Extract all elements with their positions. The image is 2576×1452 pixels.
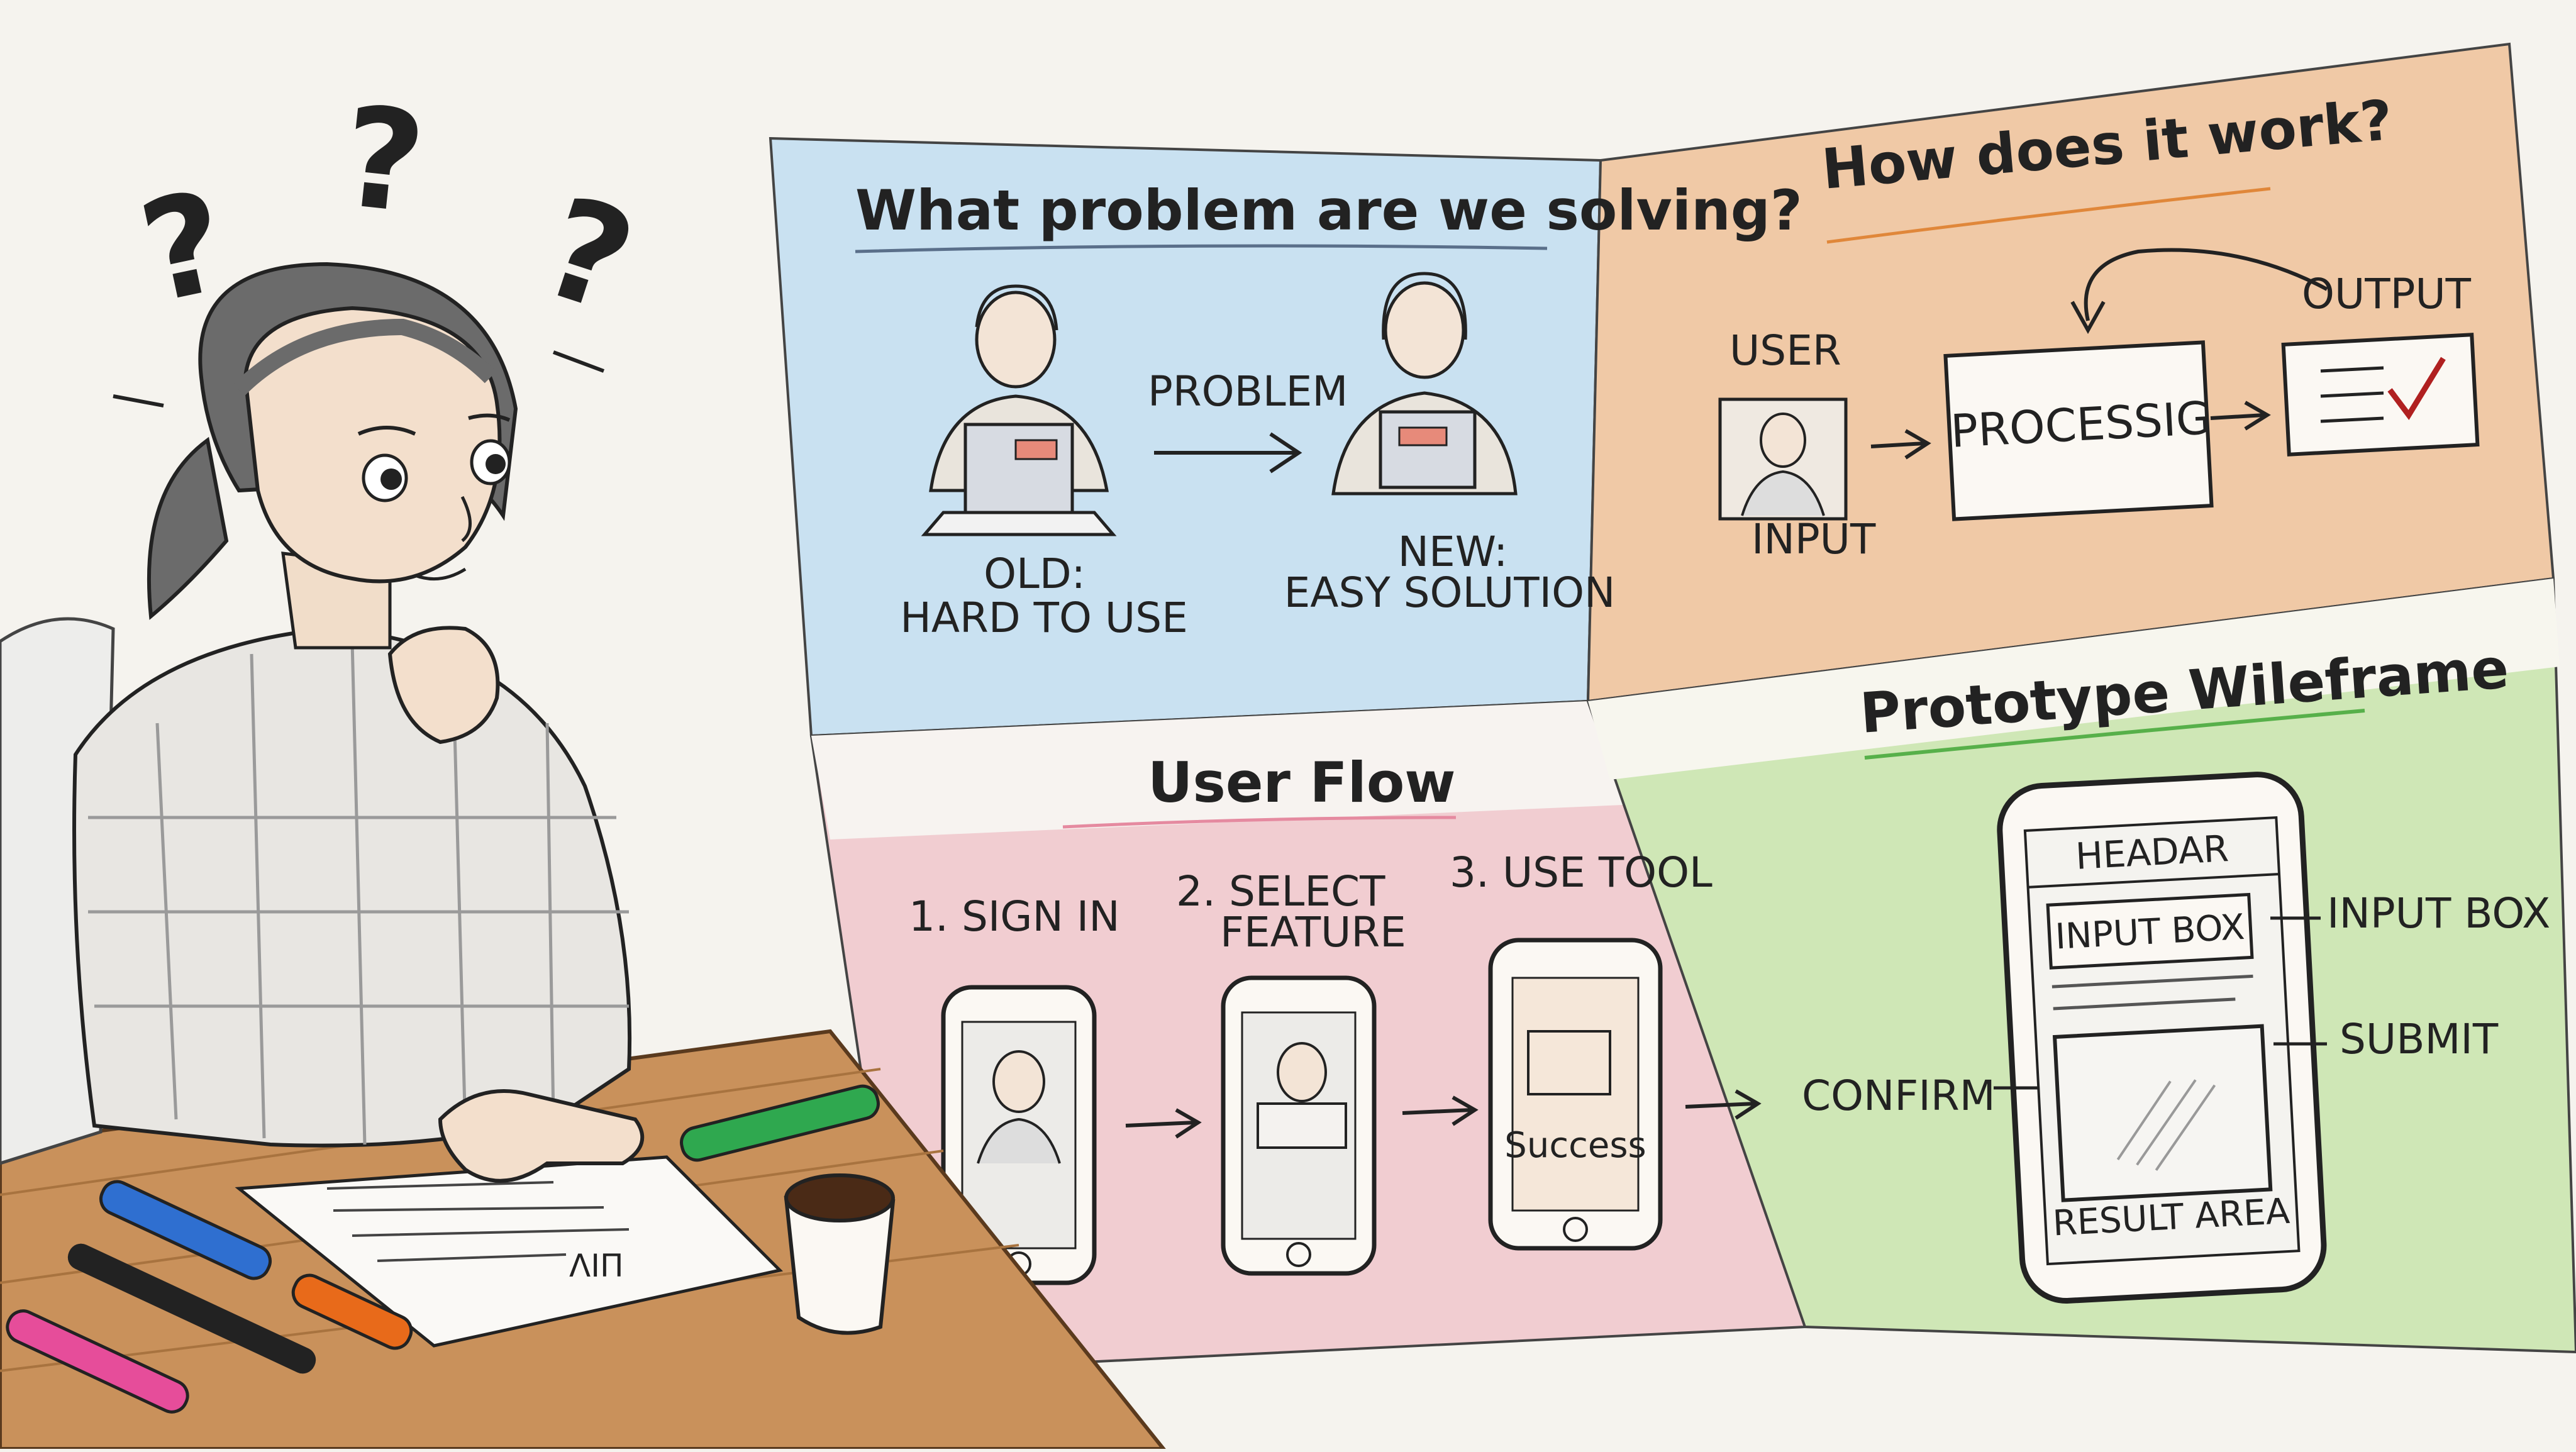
success-label: Success xyxy=(1504,1125,1646,1166)
orange-marker xyxy=(291,1273,413,1350)
flow-step-1-label: 1. SIGN IN xyxy=(909,892,1120,941)
input-to-processing-arrow xyxy=(1870,429,1931,460)
input-label: INPUT xyxy=(1752,515,1876,563)
old-laptop xyxy=(963,423,1074,514)
flow-title-underline xyxy=(1062,816,1457,829)
pointing-hand xyxy=(438,1089,645,1183)
flow-phone-2 xyxy=(1221,975,1377,1276)
flow-step-2-label-line2: FEATURE xyxy=(1220,908,1406,956)
new-label-line2: EASY SOLUTION xyxy=(1284,568,1616,617)
wireframe-header-label: HEADAR xyxy=(2075,827,2230,878)
wireframe-panel-header xyxy=(1588,579,2560,780)
wireframe-input-box xyxy=(2046,892,2254,970)
new-label-line1: NEW: xyxy=(1398,528,1508,576)
old-user-figure xyxy=(921,284,1117,536)
processing-box xyxy=(1943,340,2214,521)
input-box-callout: INPUT BOX xyxy=(2327,889,2550,938)
question-mark-icon-2: ? xyxy=(335,76,432,245)
submit-callout: SUBMIT xyxy=(2340,1015,2499,1063)
thought-marks xyxy=(113,350,605,407)
flow-panel-content: User Flow 1. SIGN IN 2. SELECT FEATURE 3… xyxy=(909,750,1762,1285)
problem-arrow xyxy=(1154,432,1302,474)
user-label: USER xyxy=(1729,326,1841,375)
feedback-loop-arrow xyxy=(2084,248,2328,321)
flow-phone-3: Success xyxy=(1488,938,1663,1251)
problem-title-underline xyxy=(855,244,1548,253)
old-label-line2: HARD TO USE xyxy=(900,594,1188,642)
old-label-line1: OLD: xyxy=(984,550,1085,598)
note-scribble: ΛIΠ xyxy=(569,1248,624,1284)
wireframe-input-box-label: INPUT BOX xyxy=(2054,907,2245,958)
green-marker xyxy=(680,1084,880,1162)
flow-arrow-2 xyxy=(1402,1095,1479,1126)
problem-arrow-label: PROBLEM xyxy=(1148,367,1348,416)
blue-marker xyxy=(99,1180,272,1280)
check-icon xyxy=(2387,357,2446,421)
black-marker xyxy=(67,1243,316,1374)
pink-marker xyxy=(6,1309,189,1414)
flow-arrow-3 xyxy=(1685,1089,1762,1120)
thinking-person xyxy=(0,262,645,1183)
flow-phone-1 xyxy=(941,985,1097,1285)
output-label: OUTPUT xyxy=(2302,270,2472,318)
confirm-callout: CONFIRM xyxy=(1802,1072,1996,1120)
wireframe-title-underline xyxy=(1864,709,2365,760)
new-user-figure xyxy=(1331,272,1518,496)
wireframe-result-area xyxy=(2052,1024,2273,1202)
flow-title: User Flow xyxy=(1148,750,1456,815)
flow-step-3-label: 3. USE TOOL xyxy=(1450,848,1713,897)
processing-to-output-arrow xyxy=(2210,401,2271,431)
problem-panel-content: What problem are we solving? PROBLEM OLD… xyxy=(855,178,1802,642)
flow-step-2-label-line1: 2. SELECT xyxy=(1176,867,1385,916)
coffee-cup xyxy=(784,1173,896,1335)
how-title-underline xyxy=(1826,187,2271,244)
problem-title: What problem are we solving? xyxy=(855,178,1802,243)
flow-arrow-1 xyxy=(1125,1108,1202,1139)
ponytail xyxy=(147,436,229,620)
chin-hand xyxy=(387,626,500,745)
new-laptop xyxy=(1379,410,1477,489)
wireframe-phone: HEADAR INPUT BOX RESULT AREA xyxy=(1997,772,2327,1304)
flow-panel-header xyxy=(811,701,1623,840)
